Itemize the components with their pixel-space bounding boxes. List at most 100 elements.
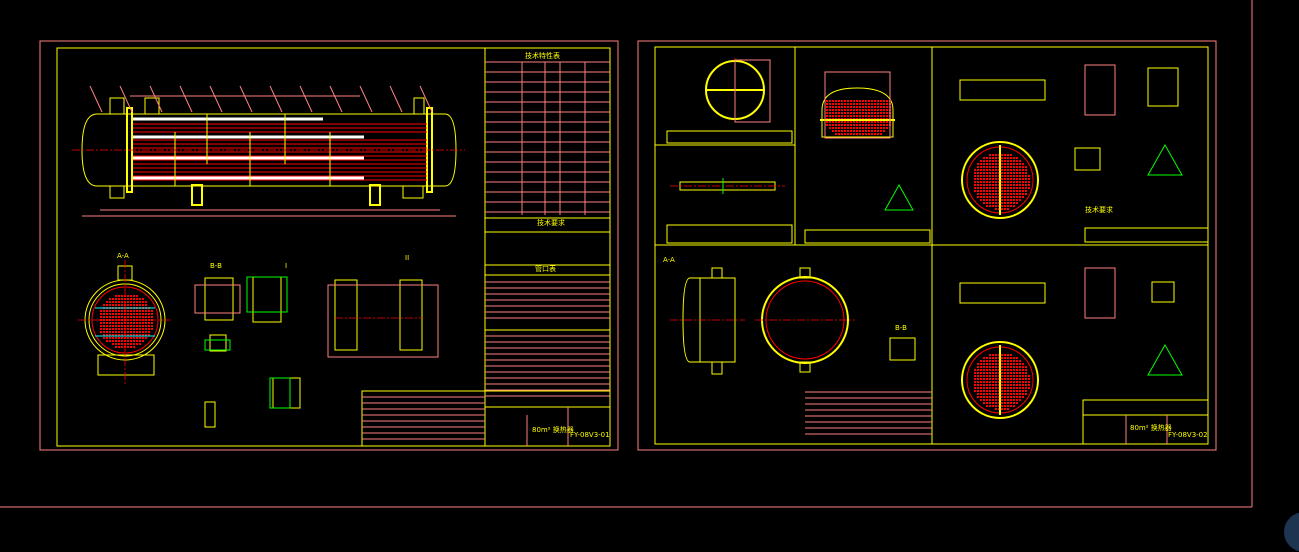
tube-hole [983,390,985,392]
tube-hole [115,313,117,315]
tube-hole [980,178,982,180]
tube-hole [877,130,879,132]
tube-hole [871,127,873,129]
tube-hole [148,331,150,333]
tube-hole [1022,372,1024,374]
tube-hole [1025,375,1027,377]
tube-hole [136,331,138,333]
tube-hole [145,325,147,327]
tube-hole [874,124,876,126]
tube-hole [133,325,135,327]
tube-hole [986,357,988,359]
tube-hole [1010,163,1012,165]
tube-hole [877,133,879,135]
tube-hole [974,381,976,383]
tube-hole [118,343,120,345]
tube-hole [1019,175,1021,177]
tube-hole [986,387,988,389]
tube-hole [838,127,840,129]
tube-hole [1010,184,1012,186]
tube-hole [1013,190,1015,192]
tube-hole [1016,360,1018,362]
cad-drawing-canvas[interactable]: A-A B-B I II 技术特性表 技术要求 管口表 [0,0,1299,533]
tube-hole [989,378,991,380]
tube-hole [986,366,988,368]
tube-hole [835,100,837,102]
tube-hole [983,387,985,389]
tube-hole [974,169,976,171]
tube-hole [977,190,979,192]
tube-hole [986,393,988,395]
tube-hole [1001,378,1003,380]
tube-hole [995,408,997,410]
tube-hole [1013,381,1015,383]
tube-hole [989,366,991,368]
tube-hole [1007,190,1009,192]
tube-hole [995,181,997,183]
tube-hole [989,381,991,383]
tube-hole [992,193,994,195]
tube-hole [1004,202,1006,204]
tube-hole [106,301,108,303]
tube-hole [826,112,828,114]
tube-hole [1007,381,1009,383]
tube-hole [986,160,988,162]
tube-hole [130,334,132,336]
tube-hole [139,316,141,318]
tube-hole [133,337,135,339]
nozzle-table-title: 管口表 [535,264,556,273]
tube-hole [874,109,876,111]
tube-hole [136,322,138,324]
tube-hole [856,121,858,123]
tube-hole [139,331,141,333]
tube-hole [983,369,985,371]
tube-hole [1016,190,1018,192]
tube-hole [103,310,105,312]
tube-hole [1022,196,1024,198]
tube-hole [1007,196,1009,198]
tube-hole [151,325,153,327]
tube-hole [1016,178,1018,180]
leader-line [299,85,313,113]
tube-hole [112,343,114,345]
tube-hole [118,328,120,330]
tube-hole [995,163,997,165]
tube-hole [883,127,885,129]
tube-hole [859,130,861,132]
tube-hole [148,328,150,330]
tube-hole [983,384,985,386]
tube-hole [1010,396,1012,398]
tube-hole [877,103,879,105]
tube-hole [980,175,982,177]
tube-hole [100,322,102,324]
tube-hole [136,310,138,312]
tube-hole [992,157,994,159]
tube-hole [133,334,135,336]
tube-hole [1013,384,1015,386]
tube-hole [835,112,837,114]
tube-hole [1007,175,1009,177]
tube-hole [877,109,879,111]
tube-hole [133,343,135,345]
tube-hole [1001,384,1003,386]
tube-hole [1004,193,1006,195]
tube-hole [841,127,843,129]
tube-hole [1013,166,1015,168]
tube-hole [874,112,876,114]
tube-hole [127,325,129,327]
tube-hole [1016,166,1018,168]
tube-hole [1013,202,1015,204]
tube-hole [862,109,864,111]
tube-hole [1001,178,1003,180]
tube-hole [1001,363,1003,365]
tube-hole [980,163,982,165]
tech-table-title: 技术特性表 [525,51,560,60]
tube-hole [850,115,852,117]
tube-hole [1007,178,1009,180]
tube-hole [1010,199,1012,201]
tube-hole [980,172,982,174]
tube-hole [1007,363,1009,365]
tube-hole [1007,157,1009,159]
tube-hole [865,109,867,111]
tube-hole [850,112,852,114]
